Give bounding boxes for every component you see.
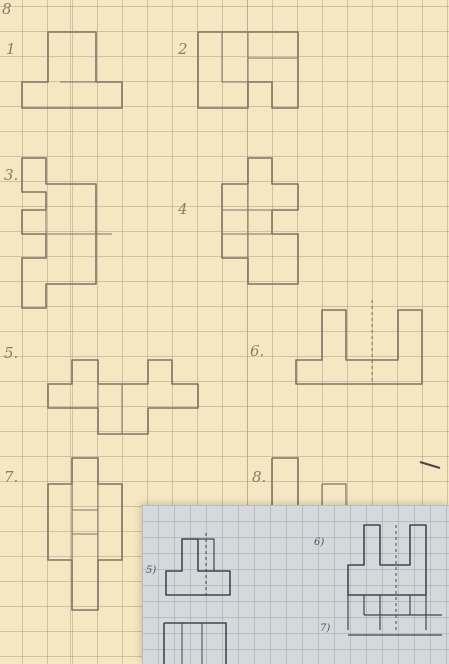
figure-5	[48, 360, 198, 434]
inset-figure-right-top	[348, 525, 426, 595]
figure-6	[296, 310, 422, 384]
figure-label-7: 7.	[4, 468, 18, 486]
inset-drawings	[142, 505, 449, 664]
figure-label-1: 1	[6, 40, 16, 58]
page-number: 8	[2, 0, 12, 18]
inset-photo: 5) 6) 7)	[142, 505, 449, 664]
figure-label-4: 4	[178, 200, 188, 218]
figure-3	[22, 158, 96, 308]
figure-label-2: 2	[178, 40, 188, 58]
figure-8	[272, 458, 298, 505]
figure-label-5: 5.	[4, 344, 18, 362]
inset-label-5: 5)	[146, 565, 156, 576]
figure-4	[222, 158, 298, 284]
inset-label-6: 6)	[314, 537, 324, 548]
inset-figure-left-bottom	[164, 623, 226, 664]
figure-1	[22, 32, 122, 108]
figure-label-3: 3.	[4, 166, 18, 184]
inset-label-7: 7)	[320, 623, 330, 634]
inset-figure-left-top	[166, 539, 230, 595]
figure-label-8: 8.	[252, 468, 266, 486]
figure-label-6: 6.	[250, 342, 264, 360]
inset-figure-right-bottom	[348, 615, 442, 635]
